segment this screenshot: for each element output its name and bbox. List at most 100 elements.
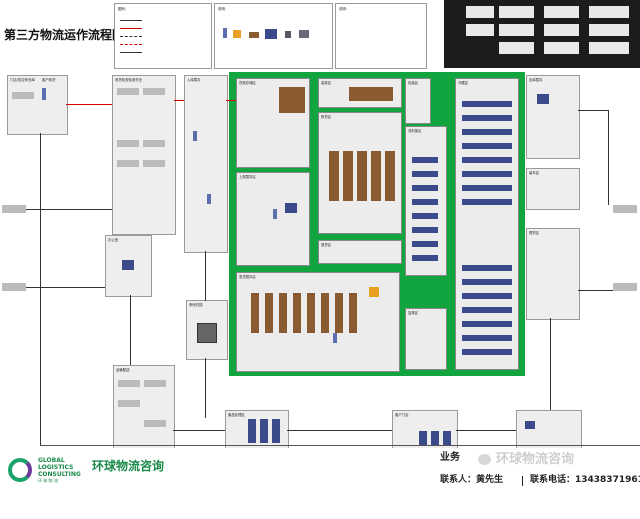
- legend-panel-dark: [444, 0, 640, 68]
- packing-label: 包装区: [408, 81, 419, 85]
- high-shelf-area: 高架区: [318, 78, 402, 108]
- flow-line: [226, 100, 236, 101]
- flow-line: [40, 133, 41, 445]
- loading-label: 装车区: [529, 171, 540, 175]
- truck-icon: [117, 160, 139, 167]
- flow-line: [26, 209, 112, 210]
- truck-icon: [144, 420, 166, 427]
- flow-line: [550, 318, 551, 410]
- truck-icon: [2, 283, 26, 291]
- flow-line: [287, 430, 392, 431]
- truck-icon: [143, 160, 165, 167]
- worker-icon: [207, 194, 211, 204]
- legend-box-1: 图例：: [114, 3, 212, 69]
- legend-arrow-red-dash: [120, 44, 142, 45]
- receiving-area-label: 收货检查验收作业: [115, 78, 143, 82]
- customer-store-box: 客户门店: [392, 410, 458, 450]
- supplier-warehouse-box: 门店/供应商仓库 客户收货: [7, 75, 68, 135]
- inspection-area: 复核区: [405, 308, 447, 370]
- tally-label: 理货区: [529, 231, 540, 235]
- office-label: 办公室: [108, 238, 119, 242]
- rack-grid: [412, 157, 438, 267]
- company-logo: [8, 458, 32, 482]
- returns-label: 退货区: [321, 243, 332, 247]
- legend-card: [499, 24, 534, 36]
- high-shelf-label: 高架区: [321, 81, 332, 85]
- computer-icon: [122, 260, 134, 270]
- rack-grid: [462, 265, 512, 355]
- tally-box: 理货区: [526, 228, 580, 320]
- receipt-box: [516, 410, 582, 450]
- flow-line: [40, 445, 640, 446]
- outbound-label: 出库暂存: [529, 78, 543, 82]
- forklift-icon: [233, 30, 241, 38]
- supplier-warehouse-label: 门店/供应商仓库: [10, 78, 35, 82]
- company-cn: 环球物流咨询: [92, 459, 165, 473]
- storage-label: 货架存储区: [239, 81, 256, 85]
- receiving-area-box: 收货检查验收作业: [112, 75, 176, 235]
- truck-icon: [143, 88, 165, 95]
- dispatch-area: 发货暂存区: [236, 272, 400, 372]
- computer-icon: [285, 203, 297, 213]
- worker-icon: [223, 28, 227, 38]
- footer: GLOBAL LOGISTICS CONSULTING 环 球 物 流 环球物流…: [0, 448, 640, 519]
- footer-divider: [522, 476, 523, 486]
- legend-card: [589, 6, 629, 18]
- rack-grid: [462, 101, 512, 211]
- picking-label: 拣货区: [321, 115, 332, 119]
- pallet-grid: [329, 151, 395, 201]
- inbound-label: 入库暂存: [187, 78, 201, 82]
- worker-icon: [193, 131, 197, 141]
- flow-line: [66, 104, 112, 105]
- legend-heading: 图例：: [118, 7, 129, 11]
- legend-card: [544, 42, 579, 54]
- legend-card: [589, 24, 629, 36]
- customer-store-label: 客户门店: [395, 413, 409, 417]
- legend-card: [499, 42, 534, 54]
- legend-card: [466, 24, 494, 36]
- computer-icon: [299, 30, 309, 38]
- waste-box: 废品处理区: [225, 410, 289, 450]
- truck-icon: [118, 380, 140, 387]
- legend-card: [544, 24, 579, 36]
- pallet-stack: [279, 87, 305, 113]
- legend-arrow-dash: [120, 36, 142, 37]
- scanner-icon: [285, 31, 291, 38]
- rack-grid: [419, 431, 453, 445]
- flow-line: [173, 430, 225, 431]
- flow-line: [205, 251, 206, 301]
- pallet-icon: [249, 32, 259, 38]
- truck-icon: [117, 88, 139, 95]
- pallet-grid: [251, 293, 361, 333]
- inbound-box: 入库暂存: [184, 75, 228, 253]
- flow-line: [130, 295, 131, 365]
- flow-line: [578, 110, 608, 111]
- flow-line: [456, 430, 516, 431]
- worker-icon: [333, 333, 337, 343]
- legend-card: [499, 6, 534, 18]
- wechat-icon: [478, 454, 491, 465]
- cold-label: 冷藏区: [458, 81, 469, 85]
- flow-line: [174, 100, 184, 101]
- company-en-2: LOGISTICS: [38, 464, 74, 471]
- truck-icon: [613, 205, 637, 213]
- computer-icon: [537, 94, 549, 104]
- flow-rack-area: 流利架区: [405, 126, 447, 276]
- truck-icon: [2, 205, 26, 213]
- legend-box-3: 说明：: [335, 3, 427, 69]
- rack-grid: [248, 419, 282, 443]
- truck-icon: [117, 140, 139, 147]
- shelving-area: 上架暂存区: [236, 172, 310, 266]
- transport-box: 运输配送: [113, 365, 175, 449]
- legend-arrow-black: [120, 20, 142, 21]
- storage-area: 货架存储区: [236, 78, 310, 168]
- cold-area: 冷藏区: [455, 78, 519, 370]
- computer-icon: [525, 421, 535, 429]
- transport-label: 运输配送: [116, 368, 130, 372]
- customer-receive-label: 客户收货: [42, 78, 56, 82]
- flow-line: [205, 358, 206, 418]
- scanning-label: 条码扫描: [189, 303, 203, 307]
- pallet-stack: [349, 87, 393, 101]
- truck-icon: [12, 92, 34, 99]
- company-en-4: 环 球 物 流: [38, 478, 58, 483]
